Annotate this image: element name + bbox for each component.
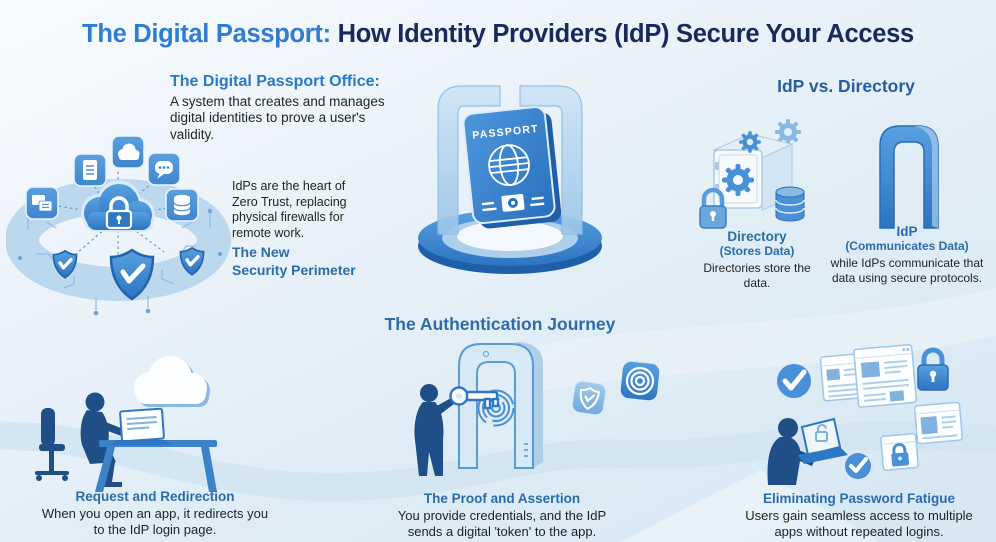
fingerprint-gate-icon	[458, 342, 543, 469]
gear-icon-top	[739, 131, 761, 153]
light-beam	[620, 470, 880, 542]
padlock-icon	[917, 347, 949, 391]
check-circle-icon	[777, 364, 811, 398]
request-redirection-illustration	[35, 356, 217, 492]
browser-window-icon-front	[853, 343, 918, 408]
zero-trust-body: IdPs are the heart of Zero Trust, replac…	[232, 179, 347, 240]
idp-archway-illustration	[879, 125, 939, 229]
idp-body: while IdPs communicate that data using s…	[830, 256, 984, 285]
idp-vs-directory-heading: IdP vs. Directory	[777, 76, 915, 96]
shield-check-icon-small-left	[52, 249, 78, 279]
idp-subtitle: (Communicates Data)	[845, 239, 969, 253]
padlock-icon	[699, 187, 727, 229]
cloud-lock-icon	[81, 180, 155, 232]
directory-subtitle: (Stores Data)	[719, 244, 795, 258]
person-laptop-silhouette	[767, 417, 848, 485]
person-silhouette	[35, 392, 123, 487]
shield-check-icon-small-right	[179, 246, 205, 276]
passport: PASSPORT	[462, 106, 562, 229]
authentication-journey-heading: The Authentication Journey	[384, 314, 616, 334]
proof-assertion-illustration	[414, 342, 661, 476]
document-icon	[73, 153, 107, 187]
new-security-perimeter-heading: The New Security Perimeter	[232, 244, 356, 278]
target-icon	[619, 360, 661, 402]
platform	[418, 210, 602, 274]
directory-title: Directory	[727, 229, 787, 244]
gear-icon-floating	[775, 119, 801, 145]
cloud-icon	[134, 356, 210, 407]
security-perimeter-illustration	[6, 135, 231, 316]
apps-icon	[25, 186, 59, 220]
journey-step-1-caption: Request and Redirection When you open an…	[41, 489, 269, 537]
database-icon	[775, 186, 805, 222]
password-fatigue-illustration	[767, 343, 964, 485]
journey-step-2-caption: The Proof and Assertion You provide cred…	[397, 491, 607, 539]
directory-column: Directory (Stores Data) Directories stor…	[692, 229, 822, 290]
database-icon	[165, 188, 199, 222]
key-icon	[449, 386, 500, 410]
page-title-rest: How Identity Providers (IdP) Secure Your…	[330, 20, 915, 48]
passport-office-block: The Digital Passport Office: A system th…	[170, 73, 402, 143]
gear-icon-front	[722, 164, 754, 196]
shield-badge-icon	[571, 380, 607, 416]
archway-icon	[879, 125, 939, 229]
passport-office-heading: The Digital Passport Office:	[170, 73, 380, 90]
gate-arches	[437, 85, 583, 235]
page-title-highlight: The Digital Passport:	[82, 20, 331, 48]
shield-check-icon	[109, 248, 155, 301]
laptop-icon	[111, 407, 171, 445]
directory-safe-illustration	[699, 119, 805, 229]
check-circle-icon-small	[845, 453, 871, 479]
person-silhouette	[414, 384, 454, 476]
mrz-marks	[481, 196, 545, 212]
idp-column: IdP (Communicates Data) while IdPs commu…	[828, 224, 986, 285]
idp-title: IdP	[896, 224, 918, 239]
digital-passport-illustration: PASSPORT	[418, 85, 602, 274]
directory-body: Directories store the data.	[703, 261, 811, 290]
login-window-icon	[880, 432, 919, 471]
globe-icon	[488, 144, 530, 187]
page-title: The Digital Passport: How Identity Provi…	[0, 20, 996, 49]
browser-window-icon-right	[913, 401, 964, 445]
passport-office-body: A system that creates and manages digita…	[170, 94, 385, 142]
cloud-icon	[111, 135, 145, 169]
chat-icon	[147, 152, 181, 186]
journey-step-3-caption: Eliminating Password Fatigue Users gain …	[745, 491, 973, 539]
